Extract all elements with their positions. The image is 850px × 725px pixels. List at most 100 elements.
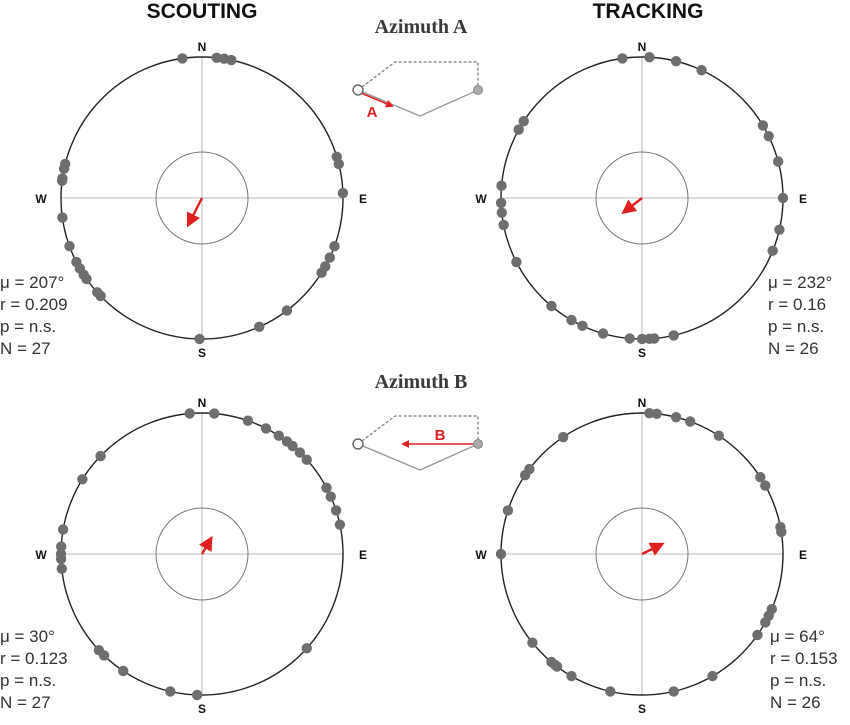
- stat-r: r = 0.123: [0, 649, 68, 668]
- data-point: [118, 665, 129, 677]
- data-point: [776, 526, 787, 538]
- compass-label-s: S: [638, 346, 646, 360]
- stat-p: p = n.s.: [768, 317, 824, 336]
- data-point: [496, 180, 507, 191]
- data-point: [752, 629, 763, 641]
- data-point: [59, 158, 71, 170]
- compass-label-e: E: [359, 192, 367, 206]
- data-point: [670, 56, 682, 67]
- data-point: [92, 287, 103, 298]
- data-point: [191, 689, 203, 701]
- data-point: [495, 548, 507, 560]
- data-point: [757, 120, 769, 131]
- schematic-a-dashed-path: [357, 61, 479, 91]
- compass-label-w: W: [475, 192, 487, 206]
- data-point: [566, 314, 577, 326]
- schematic-b-end-node: [473, 439, 483, 449]
- data-point: [95, 450, 106, 462]
- data-point: [566, 670, 577, 682]
- data-point: [64, 241, 75, 252]
- data-point: [668, 686, 679, 697]
- data-point: [496, 207, 507, 218]
- observation-points: [495, 408, 787, 697]
- mean-vector-arrow: [199, 535, 213, 555]
- stat-p: p = n.s.: [0, 317, 56, 336]
- data-point: [177, 53, 188, 64]
- stats-block: μ = 232° r = 0.16 p = n.s. N = 26: [768, 273, 832, 358]
- schematic-a-label: A: [367, 104, 378, 121]
- data-point: [184, 408, 195, 419]
- data-point: [242, 415, 254, 426]
- compass-label-n: N: [638, 40, 647, 54]
- data-point: [77, 474, 88, 485]
- data-point: [329, 241, 340, 252]
- compass-label-w: W: [35, 192, 47, 206]
- observation-points: [55, 408, 346, 701]
- data-point: [165, 686, 176, 697]
- compass-label-n: N: [198, 40, 207, 54]
- data-point: [56, 541, 67, 552]
- schematic-a-start-node: [352, 84, 364, 96]
- compass-label-e: E: [359, 548, 367, 562]
- data-point: [617, 53, 628, 64]
- stat-mean-angle: μ = 232°: [768, 273, 832, 292]
- data-point: [644, 52, 655, 63]
- row-heading-azimuth-b: Azimuth B: [375, 371, 468, 393]
- rose-plot-tracking-azimuth-b: N S E W μ = 64° r = 0.153 p = n.s. N = 2…: [475, 396, 837, 716]
- data-point: [760, 480, 771, 491]
- data-point: [502, 505, 514, 516]
- data-point: [321, 482, 332, 493]
- schematic-a-end-node: [473, 85, 483, 95]
- data-point: [670, 412, 682, 423]
- stat-mean-angle: μ = 64°: [770, 627, 825, 646]
- data-point: [294, 447, 306, 458]
- data-point: [287, 440, 298, 452]
- schematic-b-label: B: [435, 427, 446, 444]
- data-point: [71, 256, 82, 268]
- compass-label-s: S: [638, 702, 646, 716]
- stats-block: μ = 64° r = 0.153 p = n.s. N = 26: [770, 627, 838, 712]
- data-point: [636, 333, 648, 345]
- significance-circle: [595, 507, 689, 601]
- data-point: [194, 333, 205, 345]
- data-point: [495, 197, 507, 209]
- schematic-b-solid-path: [357, 443, 479, 471]
- data-point: [93, 645, 105, 656]
- observation-points: [56, 52, 349, 345]
- data-point: [226, 54, 237, 66]
- compass-label-w: W: [35, 548, 47, 562]
- stat-n: N = 26: [770, 693, 821, 712]
- compass-label-n: N: [638, 396, 647, 410]
- data-point: [767, 245, 778, 256]
- stat-r: r = 0.153: [770, 649, 838, 668]
- data-point: [696, 65, 707, 76]
- data-point: [324, 252, 335, 263]
- data-point: [57, 212, 68, 223]
- mean-vector-arrow: [641, 542, 665, 556]
- data-point: [558, 431, 569, 443]
- stat-p: p = n.s.: [770, 671, 826, 690]
- data-point: [713, 430, 724, 441]
- data-point: [254, 321, 265, 332]
- stat-mean-angle: μ = 30°: [0, 627, 55, 646]
- data-point: [56, 563, 67, 574]
- data-point: [260, 423, 272, 434]
- mean-vector-arrow: [621, 197, 643, 215]
- data-point: [755, 472, 766, 483]
- data-point: [273, 430, 284, 441]
- data-point: [527, 637, 538, 648]
- data-point: [301, 643, 312, 654]
- compass-label-n: N: [198, 396, 207, 410]
- rose-plot-scouting-azimuth-a: N S E W μ = 207° r = 0.209 p = n.s. N = …: [0, 40, 367, 360]
- data-point: [577, 320, 588, 331]
- data-point: [518, 116, 529, 127]
- stat-mean-angle: μ = 207°: [0, 273, 64, 292]
- schematic-a-solid-path: [357, 89, 479, 117]
- compass-label-e: E: [799, 548, 807, 562]
- data-point: [316, 267, 327, 278]
- stats-block: μ = 30° r = 0.123 p = n.s. N = 27: [0, 627, 68, 712]
- data-point: [334, 519, 346, 530]
- data-point: [605, 686, 616, 697]
- data-point: [774, 224, 785, 235]
